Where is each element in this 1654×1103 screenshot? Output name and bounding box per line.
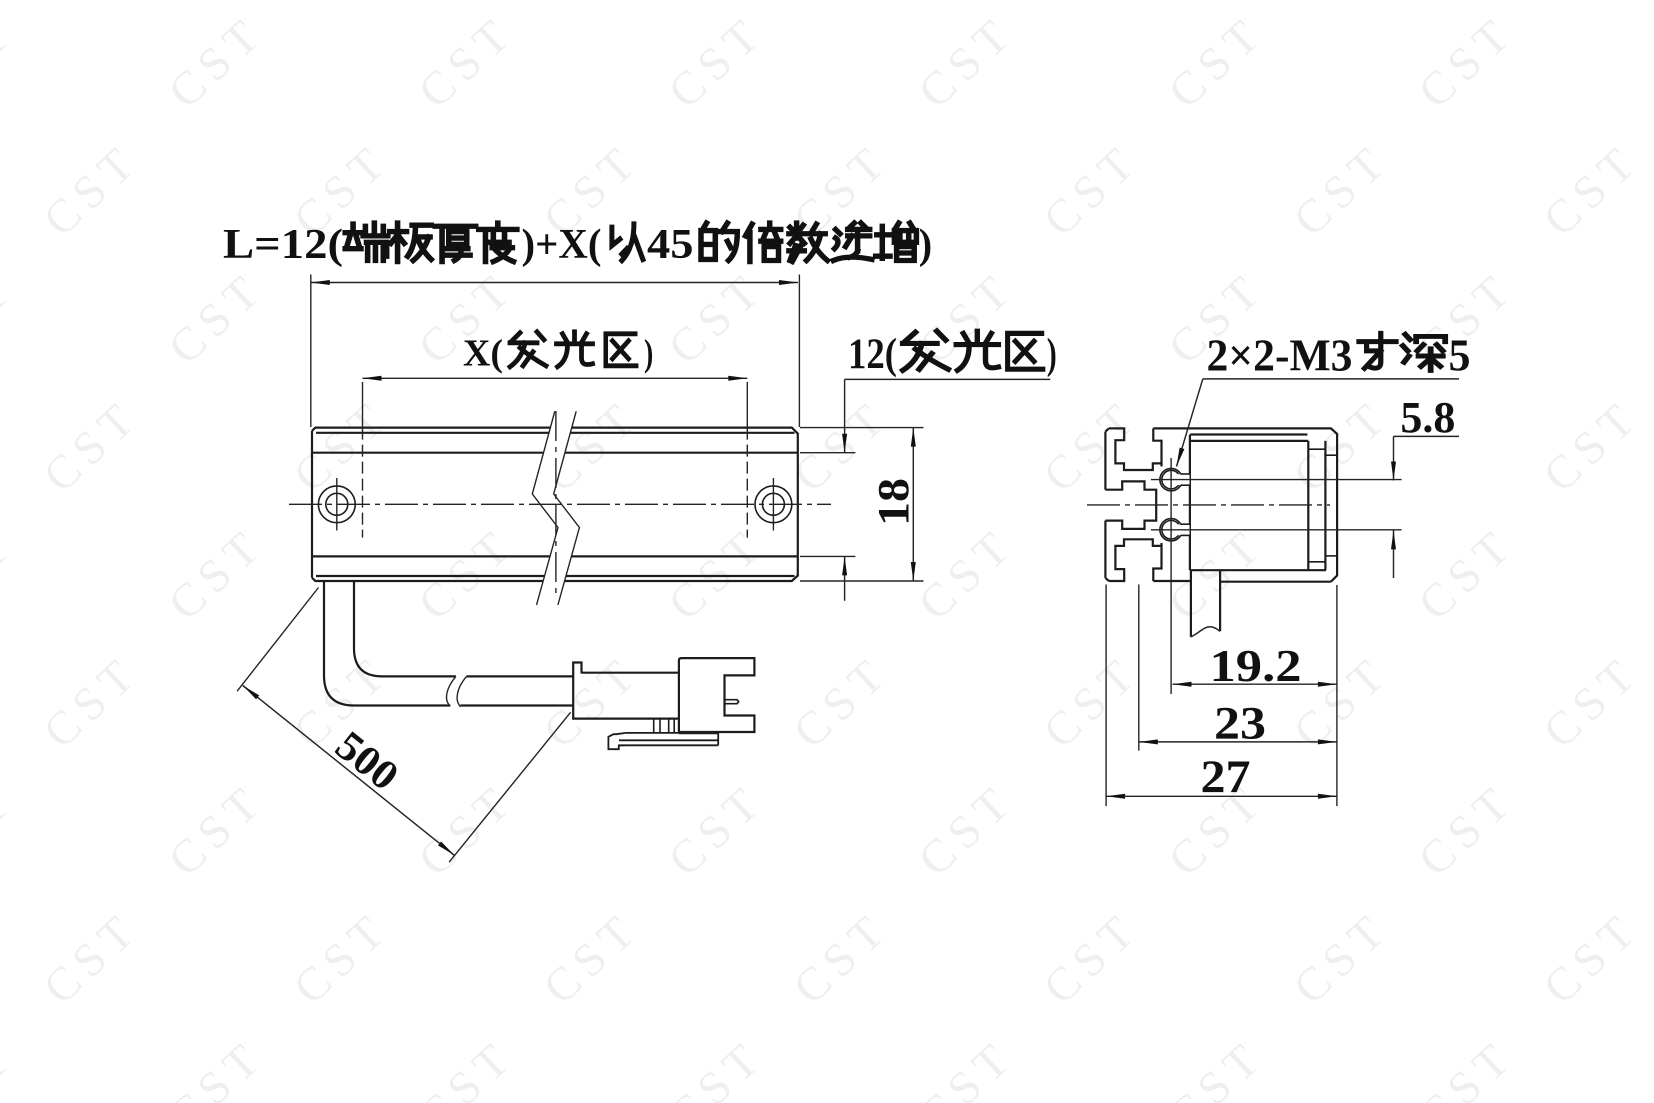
svg-text:): ) [1047, 331, 1057, 378]
svg-text:23: 23 [1214, 698, 1266, 750]
svg-text:X(: X( [463, 332, 503, 374]
svg-text:): ) [644, 332, 653, 374]
svg-text:27: 27 [1201, 751, 1251, 803]
svg-text:2×2-M3: 2×2-M3 [1207, 331, 1353, 381]
svg-text:L=12(: L=12( [223, 222, 343, 268]
svg-text:18: 18 [869, 478, 918, 526]
svg-text:): ) [919, 222, 932, 268]
svg-text:19.2: 19.2 [1210, 640, 1302, 691]
svg-text:5.8: 5.8 [1400, 393, 1455, 442]
svg-text:5: 5 [1449, 331, 1471, 381]
svg-text:45: 45 [647, 222, 694, 268]
svg-text:12(: 12( [848, 331, 897, 378]
svg-text:)+X(: )+X( [522, 222, 602, 268]
